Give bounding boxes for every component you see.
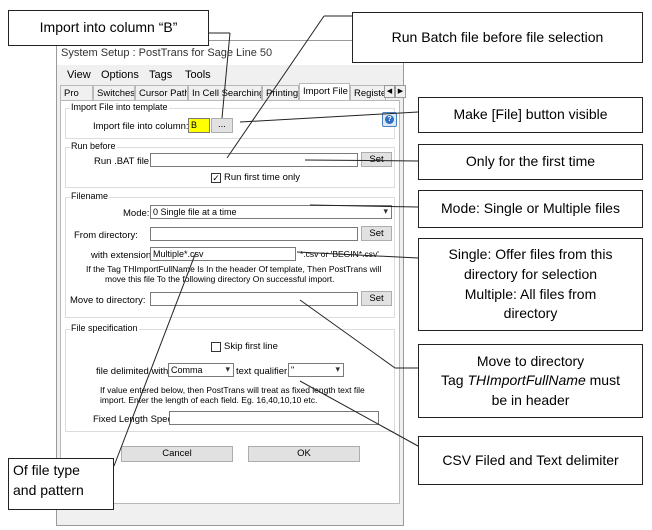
move-directory-label: Move to directory: [70,295,146,306]
callout-filetype-line2: and pattern [13,481,84,498]
import-template-group-label: Import File into template [70,102,169,112]
delimiter-select[interactable]: Comma ▾ [168,363,234,377]
text-qualifier-select[interactable]: " ▾ [288,363,344,377]
import-column-input[interactable]: B [188,118,210,133]
run-bat-set-button[interactable]: Set [361,152,392,167]
filename-group-label: Filename [70,191,110,201]
run-first-time-checkbox[interactable]: ✓ [211,173,221,183]
callout-move-line1: Move to directory [476,352,585,369]
callout-move-line2-tag: THImportFullName [467,372,586,389]
mode-select[interactable]: 0 Single file at a time ▾ [150,205,392,219]
tab-switches[interactable]: Switches [93,85,135,101]
callout-single-multiple: Single: Offer files from this directory … [418,238,643,331]
fixed-length-note-line1: If value entered below, then PostTrans w… [100,385,365,395]
tab-register[interactable]: Register [350,85,386,101]
callout-csv-delimiter: CSV Filed and Text delimiter [418,436,643,485]
cancel-button[interactable]: Cancel [121,446,233,462]
tab-pro[interactable]: Pro [60,85,93,101]
skip-first-line-label: Skip first line [224,341,278,352]
callout-single-line3: Multiple: All files from [464,285,597,302]
extension-input[interactable]: Multiple*.csv [150,247,296,261]
menu-options[interactable]: Options [101,69,139,81]
mode-select-value: 0 Single file at a time [153,207,237,217]
fixed-length-input[interactable] [169,411,379,425]
mode-dropdown-icon: ▾ [383,206,388,216]
callout-move-line2-prefix: Tag [441,372,468,389]
run-first-time-label: Run first time only [224,172,301,183]
tab-scroll-left-icon[interactable]: ◀ [384,85,395,98]
from-directory-input[interactable] [150,227,358,241]
callout-move-directory: Move to directory Tag THImportFullName m… [418,344,643,418]
callout-single-line2: directory for selection [463,265,598,282]
fixed-length-label: Fixed Length Spec: [93,414,175,425]
run-before-group-label: Run before [70,141,117,151]
callout-move-line2-suffix: must [585,372,620,389]
tab-strip: Pro Switches Cursor Path In Cell Searchi… [60,83,406,101]
move-directory-input[interactable] [150,292,358,306]
import-column-browse-button[interactable]: ... [211,118,233,133]
tab-import-file[interactable]: Import File [299,83,350,101]
run-bat-input[interactable] [150,153,358,167]
run-bat-label: Run .BAT file: [94,156,152,167]
text-qualifier-label: text qualifier: [236,366,290,377]
move-note-line1: If the Tag THImportFullName Is In the he… [86,264,382,274]
system-setup-window: System Setup : PostTrans for Sage Line 5… [56,40,406,526]
menu-tools[interactable]: Tools [185,69,211,81]
mode-label: Mode: [123,208,150,219]
delimiter-label: file delimited with: [96,366,171,377]
callout-first-time: Only for the first time [418,144,643,180]
callout-single-line4: directory [503,305,558,322]
help-glyph: ? [385,115,394,124]
ok-button[interactable]: OK [248,446,360,462]
file-spec-group-label: File specification [70,323,139,333]
callout-mode: Mode: Single or Multiple files [418,190,643,228]
move-directory-set-button[interactable]: Set [361,291,392,306]
tab-scroll-right-icon[interactable]: ▶ [395,85,406,98]
extension-label: with extension: [91,250,154,261]
tab-cursor-path[interactable]: Cursor Path [135,85,188,101]
callout-single-line1: Single: Offer files from this [448,246,613,263]
tab-printing[interactable]: Printing [262,85,299,101]
menu-view[interactable]: View [67,69,91,81]
callout-filetype-line1: Of file type [13,462,80,478]
text-qualifier-dropdown-icon: ▾ [335,364,340,374]
callout-run-batch: Run Batch file before file selection [352,12,643,63]
menu-tags[interactable]: Tags [149,69,173,81]
help-icon[interactable]: ? [382,112,397,127]
from-directory-label: From directory: [74,230,138,241]
callout-move-line3: be in header [491,391,570,408]
delimiter-select-value: Comma [171,365,203,375]
file-spec-group: File specification [65,323,395,432]
delimiter-dropdown-icon: ▾ [225,364,230,374]
import-column-label: Import file into column: [93,121,189,132]
text-qualifier-value: " [291,365,295,375]
skip-first-line-checkbox[interactable] [211,342,221,352]
callout-file-type: Of file type and pattern [8,458,114,510]
extension-hint: *.csv or 'BEGIN*.csv' [300,249,379,259]
import-file-panel: Import File into template Import file in… [60,100,400,504]
callout-make-visible: Make [File] button visible [418,97,643,133]
callout-import-column: Import into column “B” [8,10,209,46]
tab-in-cell-searching[interactable]: In Cell Searching [188,85,262,101]
fixed-length-note-line2: import. Enter the length of each field. … [100,395,318,405]
from-directory-set-button[interactable]: Set [361,226,392,241]
move-note-line2: move this file To the following director… [105,274,335,284]
callout-move-line2: Tag THImportFullName must [441,371,620,391]
